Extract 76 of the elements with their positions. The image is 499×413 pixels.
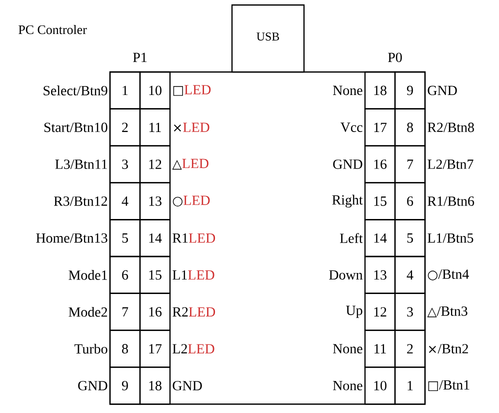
pin-label: None bbox=[333, 381, 362, 390]
pin-cell: 2 bbox=[394, 330, 426, 368]
pin-cell: 7 bbox=[109, 292, 141, 331]
pin-cell: 10 bbox=[139, 71, 171, 110]
pin-label: R2/Btn8 bbox=[428, 122, 474, 132]
pin-label: R3/Btn12 bbox=[54, 196, 108, 206]
pin-label: Vcc bbox=[340, 122, 362, 132]
pin-label: △LED bbox=[172, 158, 208, 170]
pin-cell: 12 bbox=[364, 292, 396, 331]
pin-label: R2LED bbox=[172, 307, 216, 316]
header-label: P0 bbox=[388, 52, 402, 62]
pin-label: △/Btn3 bbox=[427, 306, 468, 318]
pin-label: GND bbox=[172, 380, 202, 390]
pin-label: GND bbox=[428, 86, 457, 96]
pin-label: L1/Btn5 bbox=[428, 233, 474, 243]
pin-label: ○/Btn4 bbox=[428, 270, 469, 280]
pin-cell: 9 bbox=[394, 71, 426, 110]
pin-label: L2/Btn7 bbox=[428, 160, 474, 169]
pin-label: None bbox=[333, 86, 362, 96]
pin-label: ○LED bbox=[172, 196, 210, 206]
pin-cell: 12 bbox=[139, 145, 171, 184]
pin-label: L3/Btn11 bbox=[55, 160, 107, 169]
pin-label: Right bbox=[332, 194, 363, 208]
pin-cell: 13 bbox=[139, 182, 171, 220]
pin-cell: 4 bbox=[394, 256, 426, 294]
pin-cell: 8 bbox=[109, 330, 141, 368]
pin-cell: 15 bbox=[364, 182, 396, 220]
pin-cell: 1 bbox=[394, 366, 426, 405]
pin-label: Left bbox=[340, 233, 363, 244]
pin-cell: 2 bbox=[109, 108, 141, 146]
pin-cell: 3 bbox=[394, 292, 426, 331]
pin-label: L1LED bbox=[172, 270, 214, 280]
pin-cell: 17 bbox=[139, 330, 171, 368]
pin-cell: 6 bbox=[394, 182, 426, 220]
pin-cell: 11 bbox=[139, 108, 171, 146]
pin-label: GND bbox=[333, 160, 362, 169]
pin-label: GND bbox=[78, 380, 108, 390]
pin-cell: 7 bbox=[394, 145, 426, 184]
pin-cell: 3 bbox=[109, 145, 141, 184]
pin-cell: 9 bbox=[109, 366, 141, 405]
pin-cell: 10 bbox=[364, 366, 396, 405]
pin-cell: 18 bbox=[139, 366, 171, 405]
pin-cell: 16 bbox=[364, 145, 396, 184]
pin-cell: 8 bbox=[394, 108, 426, 146]
pin-label: Home/Btn13 bbox=[36, 233, 108, 243]
pin-label: Start/Btn10 bbox=[44, 122, 108, 132]
title: PC Controler bbox=[18, 25, 87, 34]
pin-label: □LED bbox=[173, 85, 211, 96]
pin-label: Up bbox=[346, 306, 362, 318]
pin-cell: 5 bbox=[109, 219, 141, 258]
pin-cell: 13 bbox=[364, 256, 396, 294]
pin-cell: 5 bbox=[394, 219, 426, 258]
pin-label: □/Btn1 bbox=[428, 380, 470, 392]
pin-label: ×/Btn2 bbox=[428, 344, 468, 354]
header-label: P1 bbox=[133, 52, 147, 62]
pin-label: L2LED bbox=[172, 344, 214, 354]
pin-cell: 15 bbox=[139, 256, 171, 294]
pin-label: Mode1 bbox=[68, 270, 107, 280]
pin-label: Down bbox=[329, 270, 363, 280]
pin-label: Select/Btn9 bbox=[44, 86, 108, 96]
pin-label: R1LED bbox=[172, 233, 216, 243]
pin-cell: 16 bbox=[139, 292, 171, 331]
pin-cell: 18 bbox=[364, 71, 396, 110]
pin-cell: 11 bbox=[364, 330, 396, 368]
pin-label: Turbo bbox=[74, 344, 108, 354]
pin-label: Mode2 bbox=[68, 306, 108, 317]
pin-cell: 1 bbox=[109, 71, 141, 110]
pin-label: R1/Btn6 bbox=[428, 196, 474, 206]
usb-box: USB bbox=[231, 4, 305, 73]
pin-cell: 14 bbox=[364, 219, 396, 258]
pin-cell: 6 bbox=[109, 256, 141, 294]
pin-label: None bbox=[333, 344, 362, 354]
pin-cell: 14 bbox=[139, 219, 171, 258]
pin-label: ×LED bbox=[174, 122, 210, 132]
pin-cell: 17 bbox=[364, 108, 396, 146]
pin-cell: 4 bbox=[109, 182, 141, 220]
